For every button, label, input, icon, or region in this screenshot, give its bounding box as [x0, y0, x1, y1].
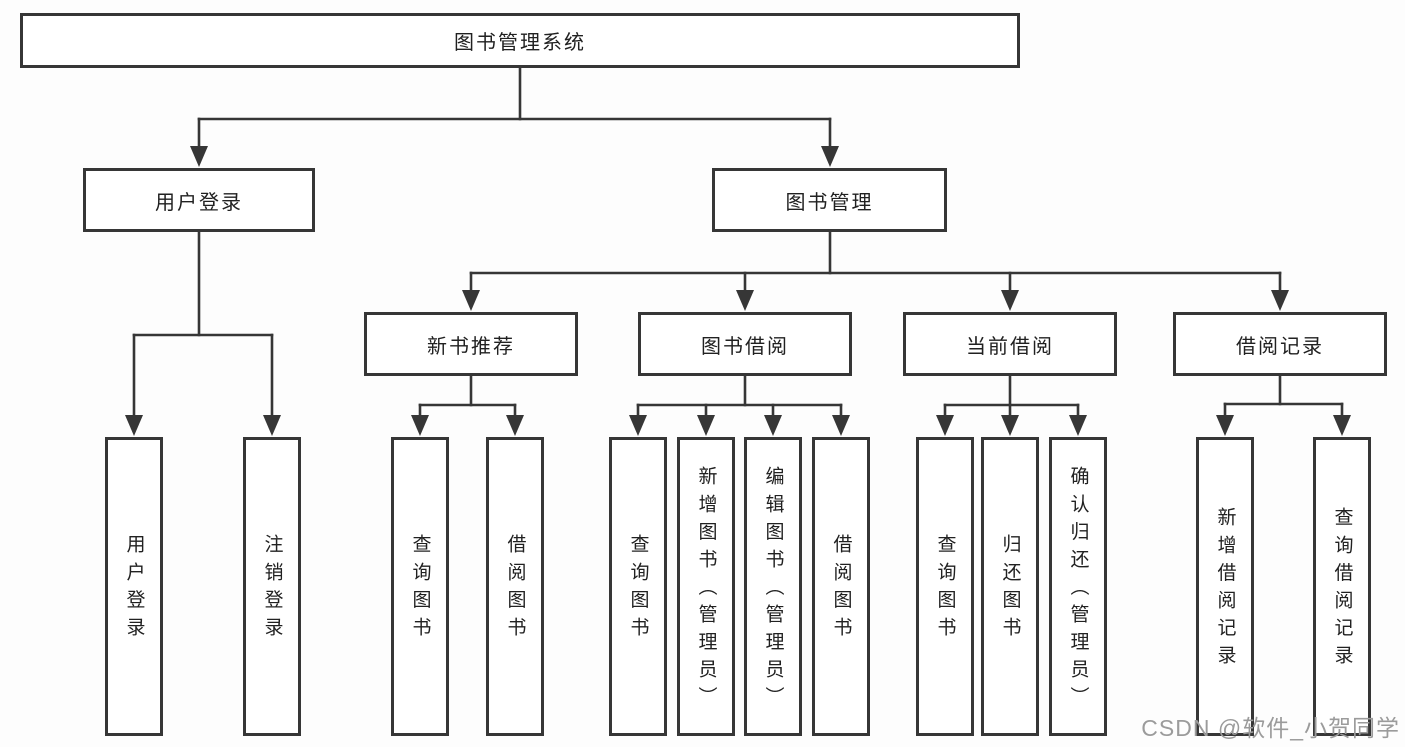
leaf-logout-label: 注销登录	[261, 534, 283, 645]
arrowheads-level2	[190, 146, 839, 167]
leaf-bookborrow-add-admin-label: 新增图书（管理员）	[695, 465, 717, 714]
node-new-book-recommend-label: 新书推荐	[427, 335, 515, 358]
node-book-borrow: 图书借阅	[638, 312, 852, 376]
node-new-book-recommend: 新书推荐	[364, 312, 578, 376]
leaf-user-login: 用户登录	[105, 437, 163, 736]
node-root-label: 图书管理系统	[454, 32, 586, 54]
node-book-borrow-label: 图书借阅	[701, 335, 789, 358]
leaf-currentborrow-return-label: 归还图书	[999, 534, 1021, 645]
leaf-bookborrow-query-label: 查询图书	[627, 534, 649, 645]
leaf-currentborrow-query: 查询图书	[916, 437, 974, 736]
arrowheads-level3	[462, 290, 1289, 311]
leaf-user-login-label: 用户登录	[123, 534, 145, 645]
csdn-watermark: CSDN @软件_小贺同学	[1141, 715, 1400, 741]
leaf-bookborrow-edit-admin-label: 编辑图书（管理员）	[762, 465, 784, 714]
node-borrow-records: 借阅记录	[1173, 312, 1387, 376]
connector-borrowrecords-to-leaves	[1223, 373, 1344, 422]
node-current-borrow: 当前借阅	[903, 312, 1117, 376]
leaf-newbooks-borrow: 借阅图书	[486, 437, 544, 736]
leaf-records-add-label: 新增借阅记录	[1214, 506, 1236, 673]
leaf-bookborrow-add-admin: 新增图书（管理员）	[677, 437, 735, 736]
leaf-currentborrow-confirm-admin: 确认归还（管理员）	[1049, 437, 1107, 736]
node-book-management-label: 图书管理	[785, 191, 874, 214]
leaf-bookborrow-borrow: 借阅图书	[812, 437, 870, 736]
leaf-bookborrow-edit-admin: 编辑图书（管理员）	[744, 437, 802, 736]
arrowheads-leaves	[125, 415, 1351, 436]
leaf-newbooks-borrow-label: 借阅图书	[504, 534, 526, 645]
connector-currentborrow-to-leaves	[943, 373, 1080, 422]
node-user-login-label: 用户登录	[155, 191, 243, 214]
connector-bookmgmt-to-level3	[469, 229, 1282, 297]
leaf-logout: 注销登录	[243, 437, 301, 736]
leaf-currentborrow-return: 归还图书	[981, 437, 1039, 736]
node-user-login: 用户登录	[83, 168, 315, 232]
leaf-records-query-label: 查询借阅记录	[1331, 506, 1353, 673]
connector-root-to-level2	[197, 65, 832, 153]
node-current-borrow-label: 当前借阅	[966, 335, 1054, 358]
leaf-newbooks-query: 查询图书	[391, 437, 449, 736]
node-root-system: 图书管理系统	[20, 13, 1020, 68]
leaf-bookborrow-borrow-label: 借阅图书	[830, 534, 852, 645]
connector-newbooks-to-leaves	[418, 373, 517, 422]
connector-bookborrow-to-leaves	[636, 373, 843, 422]
leaf-bookborrow-query: 查询图书	[609, 437, 667, 736]
leaf-currentborrow-confirm-admin-label: 确认归还（管理员）	[1067, 465, 1089, 714]
node-book-management: 图书管理	[712, 168, 947, 232]
leaf-currentborrow-query-label: 查询图书	[934, 534, 956, 645]
connector-userlogin-to-leaves	[132, 229, 274, 422]
leaf-newbooks-query-label: 查询图书	[409, 534, 431, 645]
node-borrow-records-label: 借阅记录	[1236, 335, 1324, 358]
leaf-records-query: 查询借阅记录	[1313, 437, 1371, 736]
leaf-records-add: 新增借阅记录	[1196, 437, 1254, 736]
